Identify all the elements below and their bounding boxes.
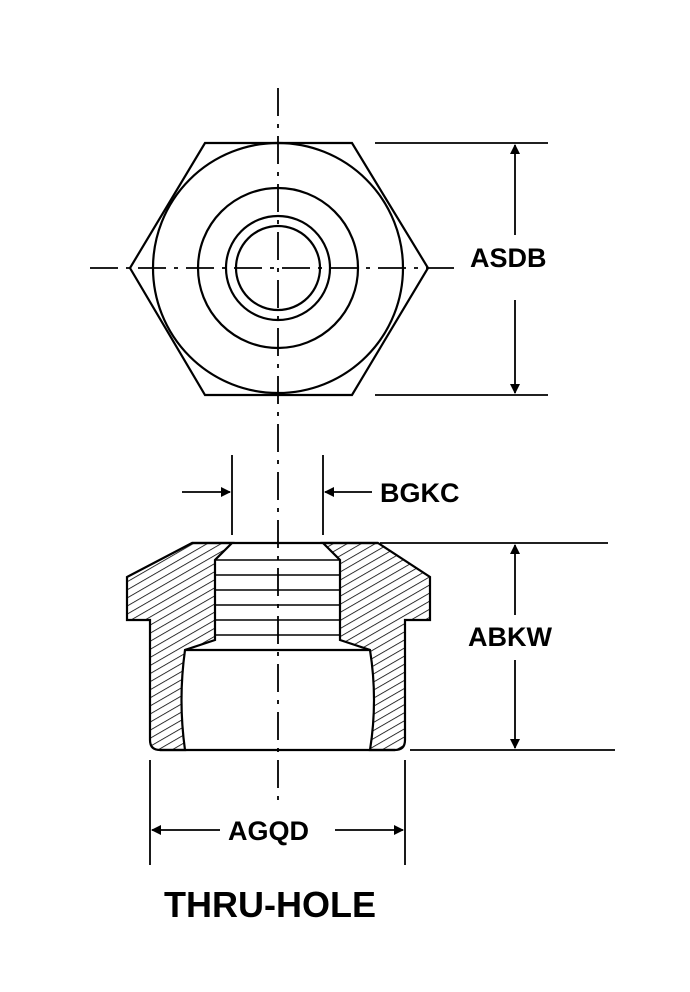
agqd-dimension bbox=[149, 760, 406, 865]
bgkc-dimension bbox=[182, 455, 372, 535]
hex-top-view bbox=[128, 141, 430, 397]
abkw-label: ABKW bbox=[468, 622, 552, 652]
caption: THRU-HOLE bbox=[164, 884, 376, 925]
asdb-label: ASDB bbox=[470, 243, 547, 273]
side-section-view bbox=[125, 541, 432, 752]
abkw-dimension bbox=[380, 542, 615, 751]
center-lines bbox=[90, 88, 462, 800]
agqd-label: AGQD bbox=[228, 816, 309, 846]
asdb-dimension bbox=[375, 142, 548, 396]
bgkc-label: BGKC bbox=[380, 478, 460, 508]
